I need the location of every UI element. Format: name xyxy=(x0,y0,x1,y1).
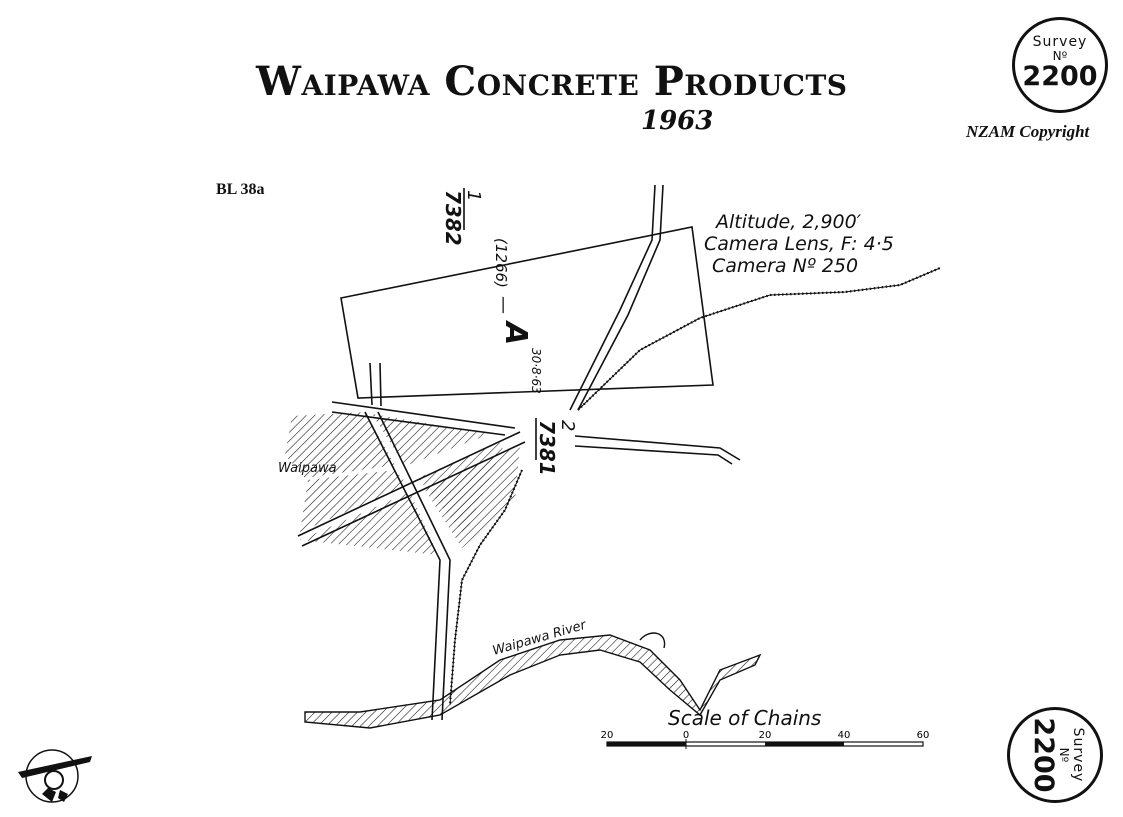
run-top-frame: 7382 xyxy=(441,190,465,246)
river-loop xyxy=(639,632,666,649)
map-title: Waipawa Concrete Products xyxy=(256,58,848,105)
scale-bar: Scale of Chains 20 0 20 40 60 xyxy=(601,706,930,749)
run-bottom-frame: 7381 xyxy=(535,420,559,476)
flight-ref: (1266) xyxy=(492,238,510,288)
nz-aerial-mapping-logo xyxy=(18,749,92,803)
railway-line xyxy=(449,469,523,706)
waipawa-river xyxy=(304,634,762,729)
flight-letter: A xyxy=(498,320,533,345)
map-year: 1963 xyxy=(641,106,714,136)
run-top-number: 1 xyxy=(463,190,484,201)
run-bottom-number: 2 xyxy=(557,420,578,431)
flight-dash: — xyxy=(493,296,514,314)
railway-line xyxy=(577,267,941,411)
town-block xyxy=(372,414,490,466)
scale-tick-label: 0 xyxy=(683,730,689,741)
sheet-reference: BL 38a xyxy=(216,181,265,198)
altitude-label: Altitude, 2,900′ xyxy=(714,211,862,233)
road-network xyxy=(297,184,741,721)
flight-date: 30·8·63 xyxy=(529,348,543,394)
scale-tick-label: 20 xyxy=(601,730,614,741)
scale-tick-label: 60 xyxy=(917,730,930,741)
town-block xyxy=(300,470,408,532)
scale-title: Scale of Chains xyxy=(668,706,821,730)
survey-number: 2200 xyxy=(1022,61,1098,92)
survey-no: Nº xyxy=(1052,49,1068,63)
camera-number-label: Camera Nº 250 xyxy=(712,255,858,277)
survey-badge-top: Survey Nº 2200 xyxy=(1012,17,1108,113)
town-block xyxy=(425,445,520,548)
coverage-frame xyxy=(340,226,714,399)
flight-line: 1 7382 (1266) — A 30·8·63 7381 2 xyxy=(441,188,578,476)
camera-lens-label: Camera Lens, F: 4·5 xyxy=(704,233,894,255)
scale-tick-label: 40 xyxy=(838,730,851,741)
town-block xyxy=(285,412,395,478)
copyright-note: NZAM Copyright xyxy=(966,122,1090,141)
town-label: Waipawa xyxy=(278,461,337,476)
scale-tick-label: 20 xyxy=(759,730,772,741)
survey-word: Survey xyxy=(1032,34,1088,50)
town-block xyxy=(300,492,438,555)
